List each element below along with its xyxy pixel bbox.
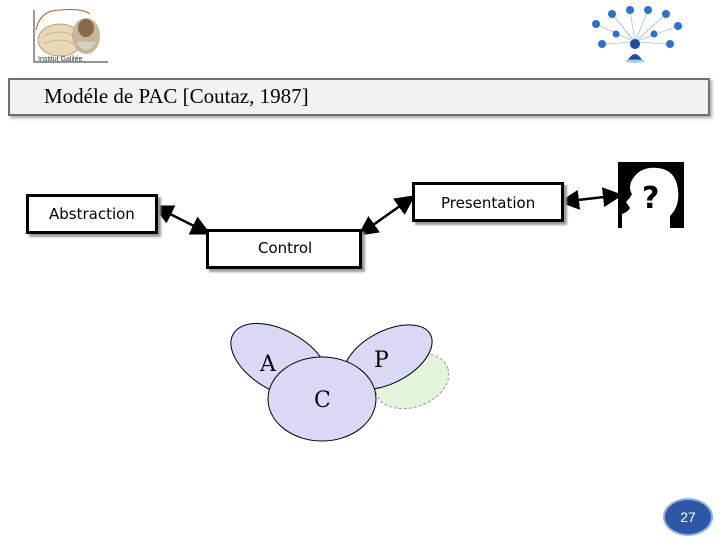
abstraction-label: Abstraction: [49, 205, 135, 223]
pac-label-p: P: [374, 348, 389, 373]
institut-galilee-logo: Institut Galilée: [30, 6, 110, 66]
pac-label-a: A: [259, 352, 277, 377]
control-blob: [267, 356, 377, 442]
people-network-logo: [582, 4, 688, 64]
page-number-badge: 27: [663, 498, 713, 536]
pac-agent-diagram: A P C: [230, 323, 450, 442]
arrow-abstraction-control: [153, 205, 211, 235]
control-box: Control: [206, 229, 362, 269]
logo-caption: Institut Galilée: [38, 56, 82, 63]
user-question-icon: ?: [618, 162, 684, 228]
arrow-control-presentation: [357, 195, 416, 236]
pac-label-c: C: [314, 388, 331, 413]
slide-title: Modéle de PAC [Coutaz, 1987]: [44, 84, 309, 108]
title-bar: [8, 78, 710, 116]
arrow-presentation-user: [559, 187, 623, 210]
abstraction-box: Abstraction: [26, 194, 158, 234]
presentation-label: Presentation: [441, 194, 536, 212]
control-label: Control: [258, 239, 313, 257]
question-mark: ?: [642, 181, 659, 216]
presentation-box: Presentation: [412, 182, 564, 222]
